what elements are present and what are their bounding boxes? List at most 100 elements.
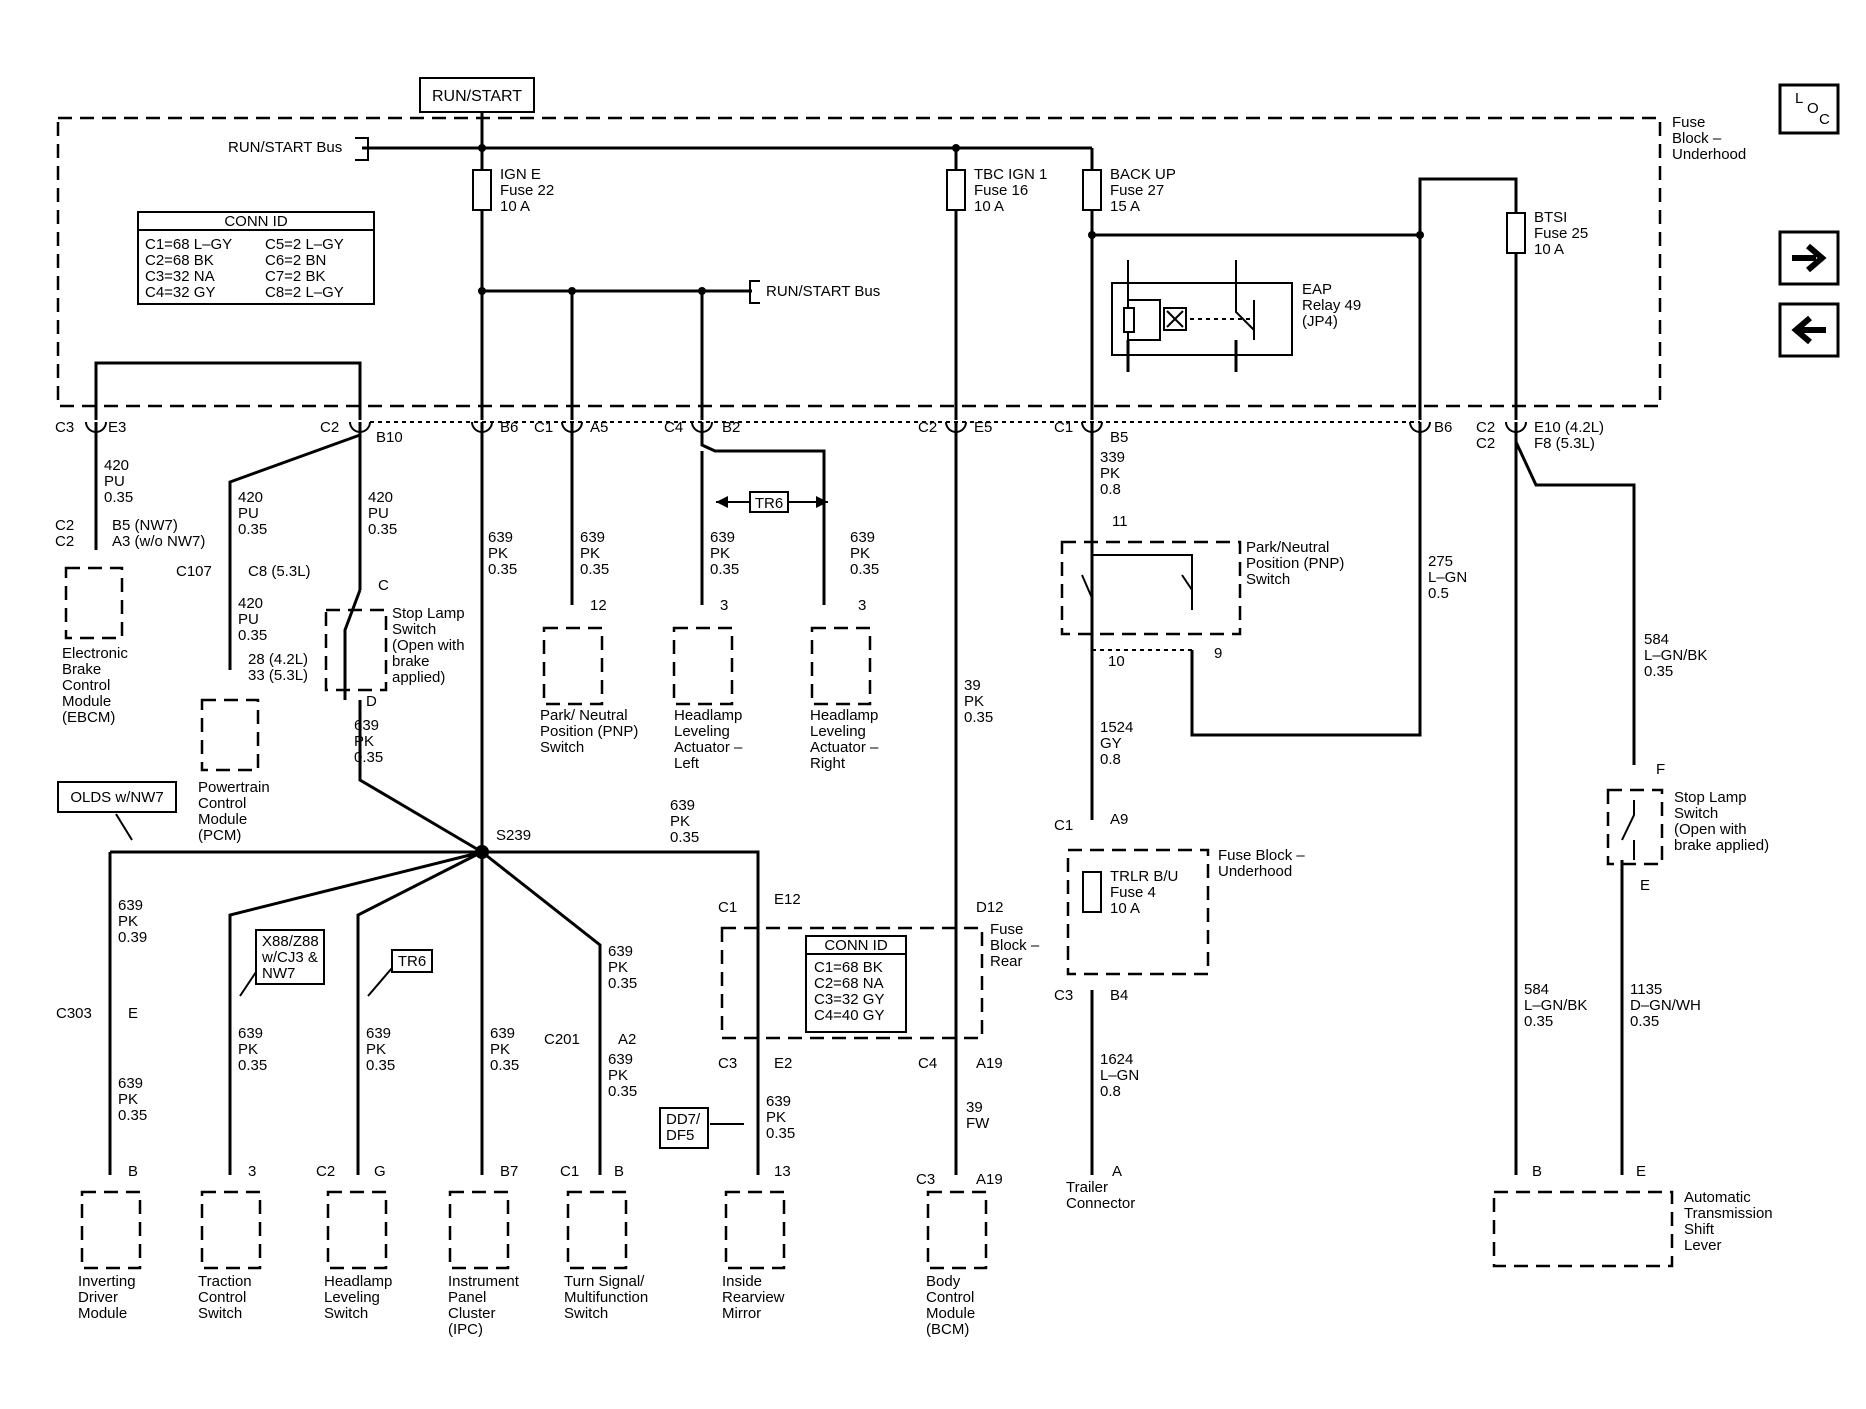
svg-text:13: 13	[774, 1163, 791, 1180]
svg-text:Switch: Switch	[1674, 805, 1718, 822]
svg-text:RUN/START: RUN/START	[432, 88, 522, 105]
svg-text:Control: Control	[198, 795, 246, 812]
fuse-ign-e: IGN E Fuse 22 10 A	[472, 166, 554, 215]
svg-text:brake: brake	[392, 653, 430, 670]
svg-text:GY: GY	[1100, 735, 1122, 752]
svg-text:639: 639	[118, 897, 143, 914]
svg-text:C2: C2	[55, 533, 74, 550]
svg-text:3: 3	[720, 597, 728, 614]
svg-text:L–GN: L–GN	[1428, 569, 1467, 586]
svg-text:Lever: Lever	[1684, 1237, 1722, 1254]
svg-text:Rearview: Rearview	[722, 1289, 785, 1306]
svg-text:639: 639	[490, 1025, 515, 1042]
svg-text:A3 (w/o NW7): A3 (w/o NW7)	[112, 533, 205, 550]
svg-text:Multifunction: Multifunction	[564, 1289, 648, 1306]
svg-text:B4: B4	[1110, 987, 1128, 1004]
svg-text:0.35: 0.35	[766, 1125, 795, 1142]
svg-text:L–GN/BK: L–GN/BK	[1644, 647, 1707, 664]
svg-text:Shift: Shift	[1684, 1221, 1715, 1238]
svg-text:Park/Neutral: Park/Neutral	[1246, 539, 1329, 556]
svg-text:B6: B6	[1434, 419, 1452, 436]
svg-text:(Open with: (Open with	[1674, 821, 1747, 838]
svg-text:Relay 49: Relay 49	[1302, 297, 1361, 314]
svg-text:L–GN: L–GN	[1100, 1067, 1139, 1084]
svg-text:C303: C303	[56, 1005, 92, 1022]
svg-text:Actuator –: Actuator –	[674, 739, 743, 756]
svg-text:Fuse 16: Fuse 16	[974, 182, 1028, 199]
fuse-tbc-ign1: TBC IGN 1 Fuse 16 10 A	[946, 166, 1047, 215]
svg-text:E2: E2	[774, 1055, 792, 1072]
svg-text:PK: PK	[608, 1067, 628, 1084]
svg-text:Mirror: Mirror	[722, 1305, 761, 1322]
run-start-bus-label-2: RUN/START Bus	[766, 283, 880, 300]
svg-text:C3: C3	[916, 1171, 935, 1188]
svg-text:Switch: Switch	[540, 739, 584, 756]
svg-text:F: F	[1656, 761, 1665, 778]
svg-text:A19: A19	[976, 1171, 1003, 1188]
svg-text:Switch: Switch	[324, 1305, 368, 1322]
svg-text:B2: B2	[722, 419, 740, 436]
svg-text:CONN ID: CONN ID	[824, 937, 888, 954]
svg-text:Panel: Panel	[448, 1289, 486, 1306]
fuse-back-up: BACK UP Fuse 27 15 A	[1082, 166, 1176, 215]
loc-icon[interactable]: L O C	[1778, 83, 1840, 135]
svg-text:PK: PK	[118, 913, 138, 930]
svg-text:PK: PK	[118, 1091, 138, 1108]
svg-text:E10 (4.2L): E10 (4.2L)	[1534, 419, 1604, 436]
svg-text:BACK UP: BACK UP	[1110, 166, 1176, 183]
olds-tag: OLDS w/NW7	[57, 781, 177, 841]
svg-text:Leveling: Leveling	[324, 1289, 380, 1306]
svg-text:C7=2 BK: C7=2 BK	[265, 268, 325, 285]
svg-text:Turn Signal/: Turn Signal/	[564, 1273, 645, 1290]
svg-text:BTSI: BTSI	[1534, 209, 1567, 226]
svg-text:C1=68 BK: C1=68 BK	[814, 959, 883, 976]
svg-text:C3=32 NA: C3=32 NA	[145, 268, 215, 285]
svg-text:0.8: 0.8	[1100, 481, 1121, 498]
svg-text:PK: PK	[850, 545, 870, 562]
svg-text:Stop Lamp: Stop Lamp	[392, 605, 465, 622]
svg-text:O: O	[1807, 100, 1819, 117]
svg-text:1135: 1135	[1630, 981, 1662, 998]
svg-text:C: C	[1819, 111, 1830, 128]
svg-text:PU: PU	[368, 505, 389, 522]
arrow-right-icon[interactable]	[1778, 230, 1840, 286]
svg-text:Headlamp: Headlamp	[674, 707, 742, 724]
svg-text:Stop Lamp: Stop Lamp	[1674, 789, 1747, 806]
arrow-left-icon[interactable]	[1778, 302, 1840, 358]
svg-text:Driver: Driver	[78, 1289, 118, 1306]
svg-text:15 A: 15 A	[1110, 198, 1140, 215]
fuse-btsi: BTSI Fuse 25 10 A	[1506, 209, 1588, 258]
svg-text:11: 11	[1112, 513, 1128, 530]
svg-text:Headlamp: Headlamp	[810, 707, 878, 724]
svg-text:brake applied): brake applied)	[1674, 837, 1769, 854]
svg-text:420: 420	[238, 489, 263, 506]
svg-text:C: C	[378, 577, 389, 594]
svg-text:0.35: 0.35	[1644, 663, 1673, 680]
component-trailer-connector: Trailer Connector A	[1066, 1163, 1135, 1212]
svg-text:Module: Module	[198, 811, 247, 828]
fuse-block-underhood-label: Fuse Block – Underhood	[1672, 114, 1746, 163]
svg-text:0.35: 0.35	[608, 975, 637, 992]
svg-text:C8 (5.3L): C8 (5.3L)	[248, 563, 311, 580]
svg-text:Block –: Block –	[990, 937, 1040, 954]
svg-text:Actuator –: Actuator –	[810, 739, 879, 756]
svg-text:OLDS w/NW7: OLDS w/NW7	[70, 789, 163, 806]
tr6-tag-top: TR6	[716, 491, 828, 513]
svg-text:3: 3	[858, 597, 866, 614]
svg-text:Switch: Switch	[1246, 571, 1290, 588]
